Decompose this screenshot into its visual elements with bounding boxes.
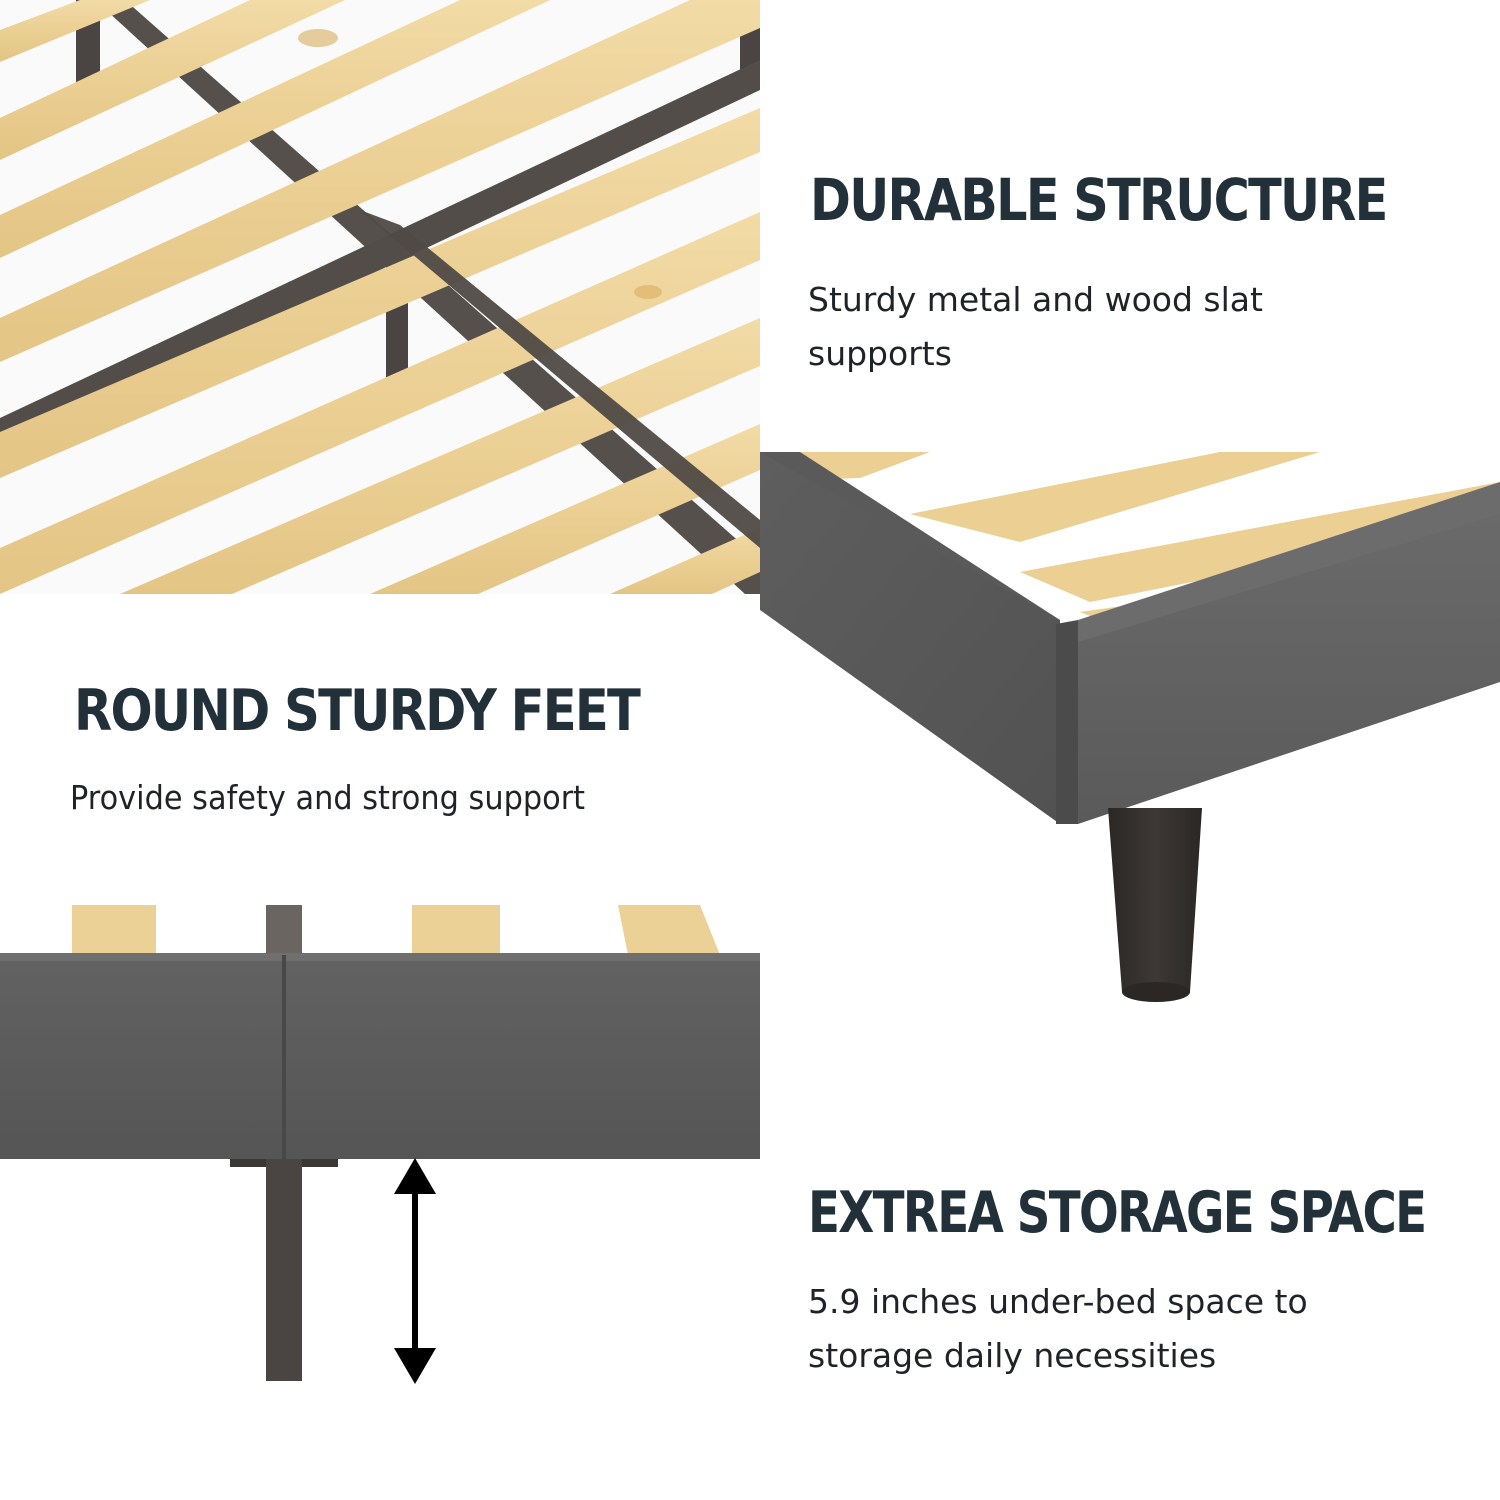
height-arrow-icon bbox=[392, 1158, 438, 1384]
storage-space-title: EXTREA STORAGE SPACE bbox=[808, 1180, 1427, 1246]
slats-frame-illustration bbox=[0, 0, 760, 594]
durable-structure-line1: Sturdy metal and wood slat bbox=[808, 280, 1263, 319]
side-rail-photo bbox=[0, 905, 760, 1385]
durable-structure-title: DURABLE STRUCTURE bbox=[810, 166, 1388, 234]
slats-frame-photo bbox=[0, 0, 760, 594]
side-rail-illustration bbox=[0, 905, 760, 1385]
round-sturdy-feet-title: ROUND STURDY FEET bbox=[74, 678, 641, 744]
corner-leg-illustration bbox=[760, 452, 1500, 1012]
storage-space-line2: storage daily necessities bbox=[808, 1336, 1217, 1375]
round-sturdy-feet-description: Provide safety and strong support bbox=[70, 778, 586, 817]
corner-leg-photo bbox=[760, 452, 1500, 1012]
storage-space-line1: 5.9 inches under-bed space to bbox=[808, 1282, 1308, 1321]
durable-structure-line2: supports bbox=[808, 334, 952, 373]
